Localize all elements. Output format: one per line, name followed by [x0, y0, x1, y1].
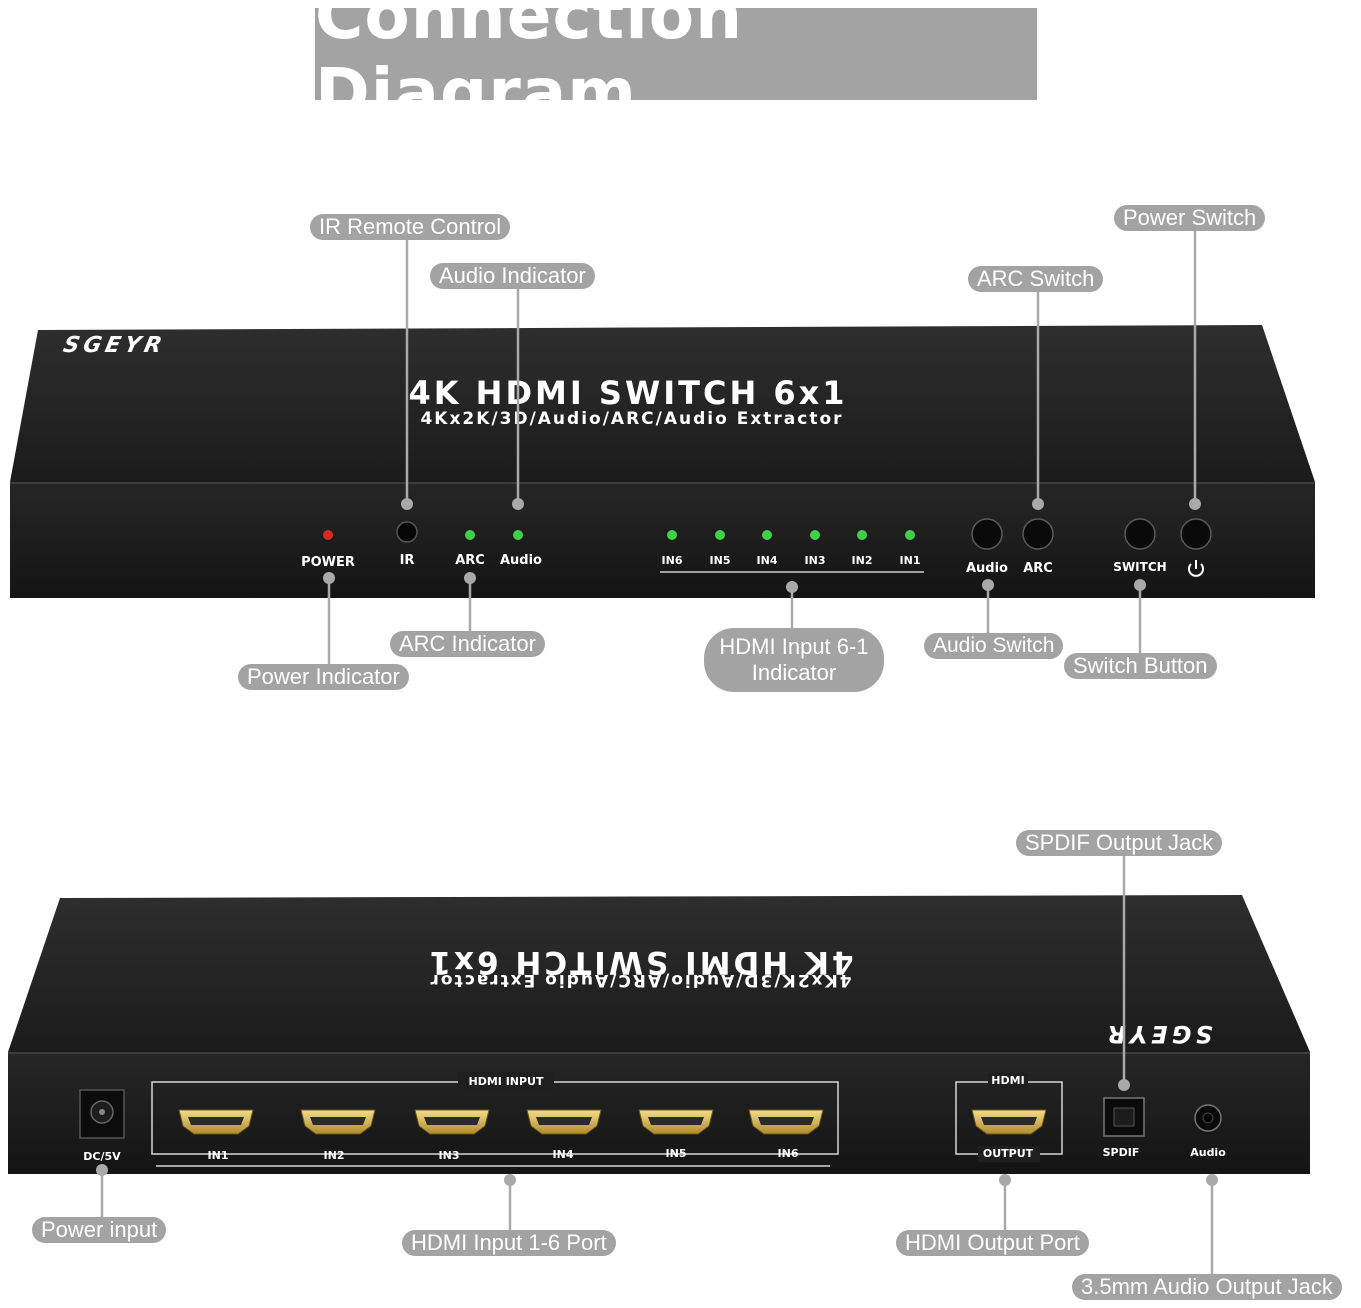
panel-label-rear-in4: IN4: [553, 1148, 574, 1161]
in4-led: [762, 530, 772, 540]
callout-power-indicator: Power Indicator: [238, 664, 409, 690]
power-button: [1180, 518, 1212, 550]
panel-label-in6: IN6: [662, 554, 683, 567]
callout-power-input: Power input: [32, 1217, 167, 1243]
panel-label-in3: IN3: [805, 554, 826, 567]
panel-label-in4: IN4: [757, 554, 778, 567]
callout-ir-remote-control: IR Remote Control: [310, 214, 511, 240]
in5-led: [715, 530, 725, 540]
callout-power-switch: Power Switch: [1114, 205, 1266, 231]
rear-brand-logo: SGEYR: [1103, 1020, 1212, 1048]
hdmi-in1-port: [178, 1109, 254, 1135]
panel-label-rear-audio: Audio: [1190, 1146, 1226, 1159]
page-title: Connection Diagram: [315, 0, 744, 131]
panel-label-switch-button: SWITCH: [1113, 560, 1166, 574]
in1-led: [905, 530, 915, 540]
hdmi-in6-port: [748, 1109, 824, 1135]
in6-led: [667, 530, 677, 540]
callout-hdmi-output-port: HDMI Output Port: [896, 1230, 1089, 1256]
panel-label-rear-in6: IN6: [778, 1147, 799, 1160]
panel-label-in5: IN5: [710, 554, 731, 567]
audio-led: [513, 530, 523, 540]
callout-audio-output-jack: 3.5mm Audio Output Jack: [1072, 1274, 1342, 1300]
rear-top-face: [8, 895, 1310, 1052]
callout-audio-indicator: Audio Indicator: [430, 263, 595, 289]
rear-unit: 4Kx2K/3D/Audio/ARC/Audio Extractor 4K HD…: [8, 895, 1310, 1174]
panel-label-ir: IR: [400, 553, 415, 568]
panel-label-rear-in1: IN1: [208, 1149, 229, 1162]
panel-label-audio-button: Audio: [966, 561, 1008, 576]
title-banner: Connection Diagram: [315, 0, 1037, 131]
panel-label-spdif: SPDIF: [1103, 1146, 1140, 1159]
panel-label-power: POWER: [301, 555, 355, 570]
power-led: [323, 530, 333, 540]
callout-hdmi-input-port: HDMI Input 1-6 Port: [402, 1230, 616, 1256]
hdmi-output-port: [971, 1109, 1047, 1135]
arc-button: [1022, 518, 1054, 550]
callout-arc-switch: ARC Switch: [968, 266, 1104, 292]
leader-lines: [96, 230, 1218, 1274]
callout-spdif-output-jack: SPDIF Output Jack: [1016, 830, 1223, 856]
spdif-jack: [1103, 1097, 1145, 1137]
front-brand-logo: SGEYR: [61, 332, 168, 358]
hdmi-in4-port: [526, 1109, 602, 1135]
front-top-face: [10, 325, 1315, 482]
panel-label-rear-in3: IN3: [439, 1149, 460, 1162]
panel-label-audio: Audio: [500, 553, 542, 568]
callout-audio-switch: Audio Switch: [924, 633, 1064, 659]
hdmi-in2-port: [300, 1109, 376, 1135]
panel-label-dc: DC/5V: [83, 1150, 121, 1163]
in2-led: [857, 530, 867, 540]
callout-switch-button: Switch Button: [1064, 653, 1217, 679]
in3-led: [810, 530, 820, 540]
switch-button: [1124, 518, 1156, 550]
panel-label-arc-button: ARC: [1023, 561, 1053, 576]
front-face: [10, 482, 1315, 598]
rear-model-line: 4K HDMI SWITCH 6x1: [426, 944, 853, 980]
panel-label-output: OUTPUT: [983, 1147, 1034, 1160]
panel-label-hdmi-input: HDMI INPUT: [468, 1075, 543, 1088]
callout-hdmi-input-indicator: HDMI Input 6-1 Indicator: [704, 628, 884, 692]
front-unit: SGEYR 4K HDMI SWITCH 6x1 4Kx2K/3D/Audio/…: [10, 325, 1315, 598]
front-model-line: 4K HDMI SWITCH 6x1: [408, 374, 847, 412]
rear-spec-line: 4Kx2K/3D/Audio/ARC/Audio Extractor: [428, 970, 851, 990]
panel-label-in1: IN1: [900, 554, 921, 567]
panel-label-rear-in5: IN5: [666, 1147, 687, 1160]
ir-receiver: [396, 521, 418, 543]
panel-label-in2: IN2: [852, 554, 873, 567]
front-spec-line: 4Kx2K/3D/Audio/ARC/Audio Extractor: [420, 409, 843, 429]
callout-arc-indicator: ARC Indicator: [390, 631, 545, 657]
hdmi-in5-port: [638, 1109, 714, 1135]
power-icon: [1188, 560, 1204, 577]
panel-label-arc: ARC: [455, 553, 485, 568]
audio-button: [971, 518, 1003, 550]
hdmi-in3-port: [414, 1109, 490, 1135]
panel-label-rear-in2: IN2: [324, 1149, 345, 1162]
panel-label-hdmi: HDMI: [991, 1074, 1024, 1087]
arc-led: [465, 530, 475, 540]
